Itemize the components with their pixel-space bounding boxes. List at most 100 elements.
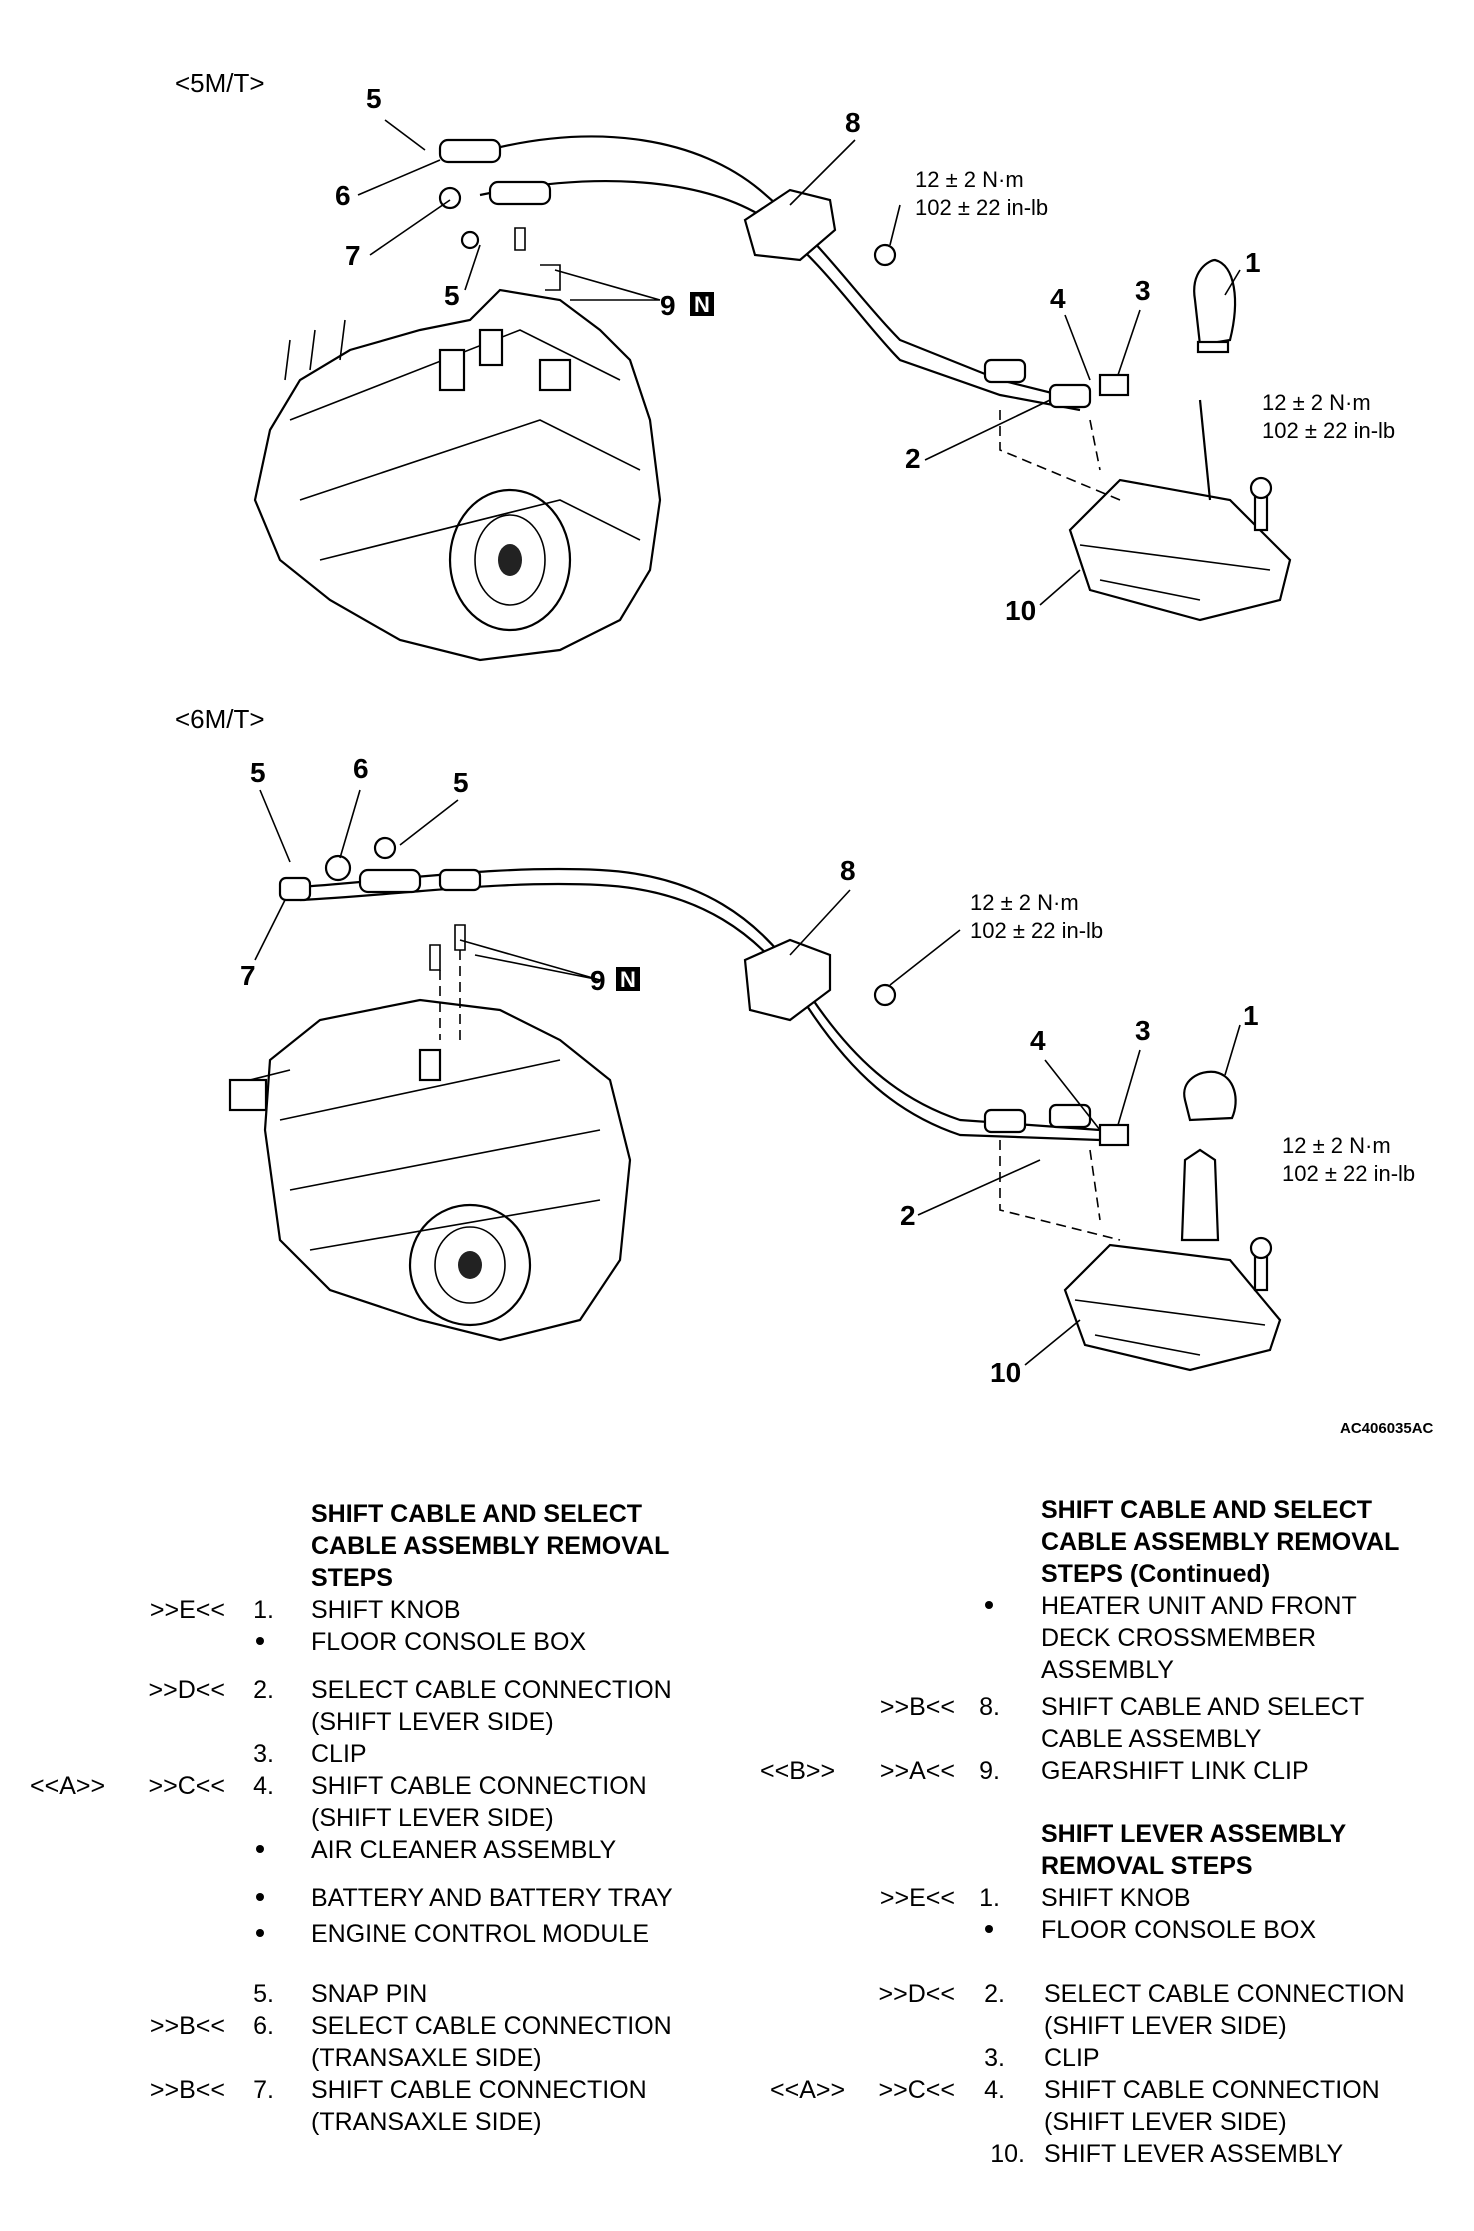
step-number: 8. [979,1693,1000,1721]
step-text: SHIFT KNOB [311,1596,461,1624]
step-text: SHIFT LEVER ASSEMBLY [1044,2140,1344,2168]
step-code: >>C<< [148,1772,225,1800]
cables-5mt [438,135,1130,412]
step-text: CABLE ASSEMBLY [1041,1725,1262,1753]
step-text: SHIFT CABLE CONNECTION [311,1772,647,1800]
callout-6: 6 [335,180,351,211]
step-text: BATTERY AND BATTERY TRAY [311,1884,673,1912]
step-text: (SHIFT LEVER SIDE) [311,1804,554,1832]
callout-6b: 6 [353,753,369,784]
callouts-6mt: 5 6 5 7 9 N 8 12 ± 2 N·m 102 ± 22 in-lb … [240,753,1415,1388]
bullet-icon [256,1929,264,1937]
step-text: (TRANSAXLE SIDE) [311,2044,542,2072]
step-text: (TRANSAXLE SIDE) [311,2108,542,2136]
svg-text:12 ± 2 N·m: 12 ± 2 N·m [1282,1133,1391,1158]
step-number: 2. [253,1676,274,1704]
step-number: 4. [253,1772,274,1800]
svg-text:102 ± 22 in-lb: 102 ± 22 in-lb [1282,1161,1415,1186]
step-code: >>B<< [149,2076,225,2104]
step-text: DECK CROSSMEMBER [1041,1624,1317,1652]
callout-8b: 8 [840,855,856,886]
svg-text:N: N [620,967,636,992]
shift-lever-5mt [999,258,1292,622]
step-text: FLOOR CONSOLE BOX [1041,1916,1317,1944]
bullet-icon [256,1893,264,1901]
svg-text:N: N [694,292,710,317]
shift-lever-6mt [999,1070,1282,1372]
svg-text:102 ± 22 in-lb: 102 ± 22 in-lb [915,195,1048,220]
step-code-alt: <<A>> [770,2076,846,2104]
step-number: 5. [253,1980,274,2008]
step-number: 3. [253,1740,274,1768]
right-heading2-line-1: SHIFT LEVER ASSEMBLY [1041,1820,1347,1848]
step-text: SHIFT CABLE CONNECTION [1044,2076,1380,2104]
step-number: 3. [984,2044,1005,2072]
step-number: 1. [253,1596,274,1624]
step-text: AIR CLEANER ASSEMBLY [311,1836,617,1864]
step-text: SHIFT KNOB [1041,1884,1191,1912]
step-number: 2. [984,1980,1005,2008]
callouts-5mt: 5 6 7 5 9 N 8 12 ± 2 N·m 102 ± 22 in-lb … [335,83,1395,626]
step-number: 10. [990,2140,1025,2168]
callout-5b: 5 [444,280,460,311]
step-code-alt: <<A>> [30,1772,106,1800]
callout-1b: 1 [1243,1000,1259,1031]
step-text: HEATER UNIT AND FRONT [1041,1592,1357,1620]
step-text: (SHIFT LEVER SIDE) [1044,2012,1287,2040]
section-label-6mt: <6M/T> [175,704,265,734]
callout-5: 5 [366,83,382,114]
left-heading-line-2: CABLE ASSEMBLY REMOVAL [311,1532,670,1560]
callout-3b: 3 [1135,1015,1151,1046]
callout-5c: 5 [250,757,266,788]
callout-7b: 7 [240,960,256,991]
step-text: SHIFT CABLE AND SELECT [1041,1693,1365,1721]
right-heading-line-1: SHIFT CABLE AND SELECT [1041,1496,1373,1524]
step-text: (SHIFT LEVER SIDE) [311,1708,554,1736]
callout-3: 3 [1135,275,1151,306]
step-code: >>E<< [879,1884,955,1912]
n-mark-6mt [616,967,640,991]
callout-4: 4 [1050,283,1066,314]
callout-1: 1 [1245,247,1261,278]
transaxle-6mt [228,998,632,1342]
callout-7: 7 [345,240,361,271]
svg-text:102 ± 22 in-lb: 102 ± 22 in-lb [1262,418,1395,443]
callout-2b: 2 [900,1200,916,1231]
step-code-alt: <<B>> [760,1757,836,1785]
callout-5d: 5 [453,767,469,798]
step-text: SNAP PIN [311,1980,428,2008]
figure-code: AC406035AC [1340,1420,1434,1437]
bullet-icon [256,1845,264,1853]
left-heading-line-3: STEPS [311,1564,393,1592]
step-text: SHIFT CABLE CONNECTION [311,2076,647,2104]
callout-4b: 4 [1030,1025,1046,1056]
step-code: >>D<< [148,1676,225,1704]
step-code: >>E<< [149,1596,225,1624]
cables-6mt [278,836,1130,1147]
step-text: SELECT CABLE CONNECTION [311,2012,672,2040]
step-text: SELECT CABLE CONNECTION [311,1676,672,1704]
section-label-5mt: <5M/T> [175,68,265,98]
step-code: >>B<< [879,1693,955,1721]
bullet-icon [985,1601,993,1609]
svg-text:12 ± 2 N·m: 12 ± 2 N·m [970,890,1079,915]
step-code: >>C<< [878,2076,955,2104]
right-heading2-line-2: REMOVAL STEPS [1041,1852,1253,1880]
step-number: 1. [979,1884,1000,1912]
right-heading-line-3: STEPS (Continued) [1041,1560,1271,1588]
callout-2: 2 [905,443,921,474]
n-mark [690,292,714,316]
bullet-icon [985,1925,993,1933]
callout-9b: 9 [590,965,606,996]
step-text: SELECT CABLE CONNECTION [1044,1980,1405,2008]
callout-10b: 10 [990,1357,1021,1388]
step-text: GEARSHIFT LINK CLIP [1041,1757,1309,1785]
step-code: >>B<< [149,2012,225,2040]
step-code: >>A<< [879,1757,955,1785]
svg-text:12 ± 2 N·m: 12 ± 2 N·m [1262,390,1371,415]
callout-9: 9 [660,290,676,321]
step-text: ASSEMBLY [1041,1656,1174,1684]
step-text: ENGINE CONTROL MODULE [311,1920,650,1948]
right-heading-line-2: CABLE ASSEMBLY REMOVAL [1041,1528,1400,1556]
callout-10: 10 [1005,595,1036,626]
